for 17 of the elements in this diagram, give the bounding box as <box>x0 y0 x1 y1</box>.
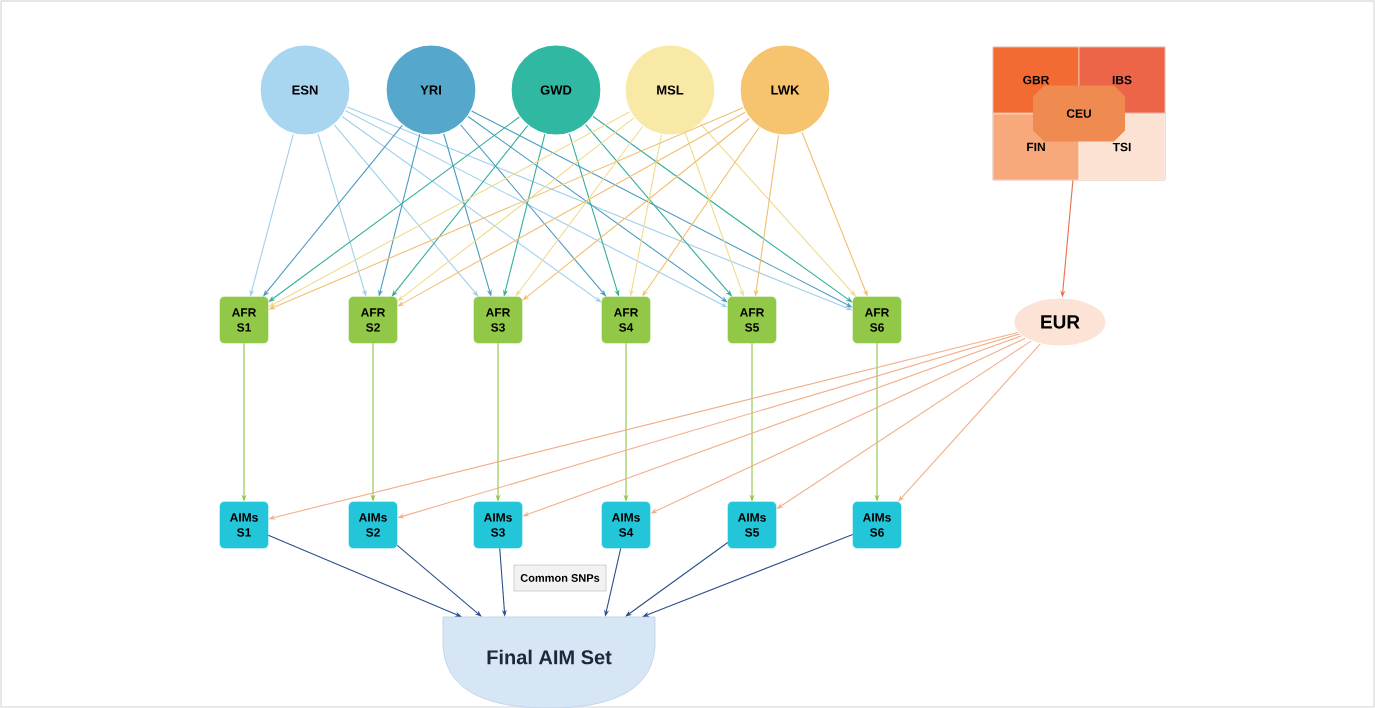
set-box: AIMs S2 <box>348 501 398 549</box>
population-hexagon: CEU <box>1033 85 1125 142</box>
set-box: AFR S3 <box>473 296 523 344</box>
arrow <box>625 542 729 617</box>
set-box: AIMs S6 <box>852 501 902 549</box>
set-box: AFR S6 <box>852 296 902 344</box>
set-box: AFR S5 <box>727 296 777 344</box>
set-box: AIMs S5 <box>727 501 777 549</box>
set-box: AIMs S1 <box>219 501 269 549</box>
result-bowl: Final AIM Set <box>442 616 656 708</box>
set-box: AFR S1 <box>219 296 269 344</box>
set-box: AFR S4 <box>601 296 651 344</box>
banner-label: Common SNPs <box>513 564 607 592</box>
set-box: AFR S2 <box>348 296 398 344</box>
arrow <box>396 544 482 617</box>
set-box: AIMs S3 <box>473 501 523 549</box>
set-box: AIMs S4 <box>601 501 651 549</box>
